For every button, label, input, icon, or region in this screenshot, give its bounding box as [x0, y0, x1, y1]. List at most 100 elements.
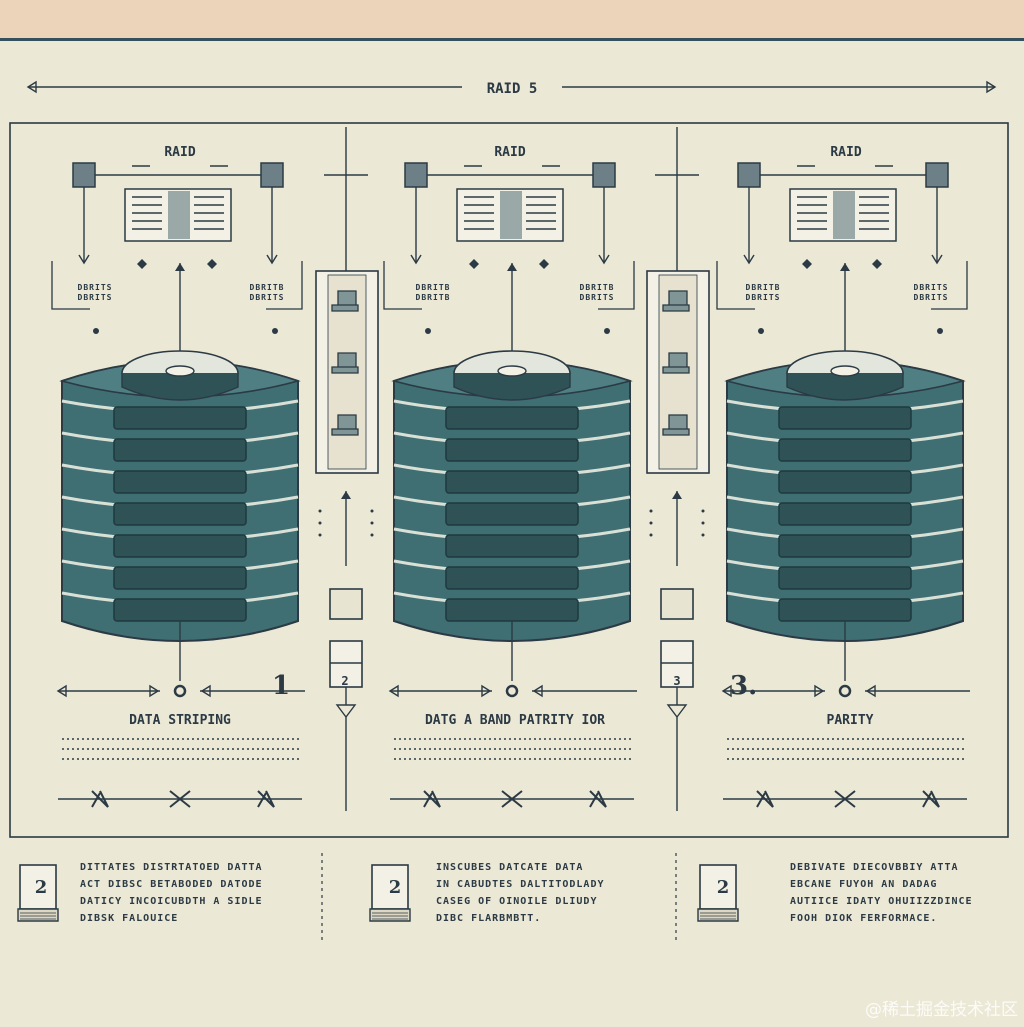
panel-1-platter-4 — [113, 534, 247, 558]
panel-2-platter-5 — [445, 566, 579, 590]
panel-1-axis-arrow-left — [56, 684, 67, 698]
panel-1-up-arrow — [175, 263, 185, 271]
panel-2-axis-arrow-left — [388, 684, 399, 698]
panel-2-side-left: DBRITB DBRITB — [415, 283, 451, 302]
panel-1-dot-right — [272, 328, 278, 334]
panel-2-platter-3 — [445, 502, 579, 526]
panel-3-dot-left — [758, 328, 764, 334]
connector-2-dots-l1 — [649, 521, 653, 525]
panel-2-top-disk-edge — [453, 373, 571, 401]
note-1-icon — [19, 864, 57, 910]
panel-3-top-disk-edge — [786, 373, 904, 401]
diagram-sheet: RAID 5 RAID RAID RAID DBRITS DBRITS DBRI… — [0, 38, 1024, 1027]
panel-2-platter-4 — [445, 534, 579, 558]
panel-2-platter-0 — [445, 406, 579, 430]
connector-1-box-top — [329, 588, 363, 620]
panel-1-dot-left — [93, 328, 99, 334]
panel-3-drop-right-arrow — [931, 254, 943, 265]
panel-1-axis-arrow-out — [200, 684, 211, 698]
panel-1-platter-6 — [113, 598, 247, 622]
panel-3-platter-2 — [778, 470, 912, 494]
panel-1-diamond-left — [137, 259, 147, 269]
panel-1-bracket-right — [266, 261, 303, 310]
panel-3-axis-node — [838, 684, 852, 698]
panel-3-platter-3 — [778, 502, 912, 526]
panel-2-axis-node — [505, 684, 519, 698]
panel-3-up-arrow — [840, 263, 850, 271]
panel-2-dot-left — [425, 328, 431, 334]
panel-3-bottom-cross — [834, 790, 856, 808]
panel-3-bottom-glyph-left — [756, 790, 774, 808]
panel-2-spindle — [497, 365, 527, 377]
panel-3-side-right: DBRITS DBRITS — [913, 283, 949, 302]
header-title: RAID 5 — [486, 81, 538, 97]
panel-2-diamond-right — [539, 259, 549, 269]
connector-1-dots-l0 — [318, 509, 322, 513]
note-2-icon — [371, 864, 409, 910]
panel-2-platter-2 — [445, 470, 579, 494]
panel-1-title: RAID — [164, 145, 196, 160]
panel-2-diamond-left — [469, 259, 479, 269]
connector-2-low-arrow — [666, 704, 688, 719]
outer-frame — [9, 122, 1009, 838]
panel-2-drop-left-arrow — [410, 254, 422, 265]
connector-1-box-num — [329, 640, 363, 688]
panel-3-diamond-left — [802, 259, 812, 269]
panel-1-platter-5 — [113, 566, 247, 590]
panel-1-platter-1 — [113, 438, 247, 462]
panel-1-diamond-right — [207, 259, 217, 269]
panel-1-caption: DATA STRIPING — [129, 713, 231, 728]
panel-1-axis-arrow-in — [149, 684, 160, 698]
panel-3-node-left — [737, 162, 761, 188]
panel-2-bottom-cross — [501, 790, 523, 808]
panel-3-platter-4 — [778, 534, 912, 558]
connector-2-dots-r0 — [701, 509, 705, 513]
panel-2-bottom-glyph-left — [423, 790, 441, 808]
panel-3-axis-arrow-out — [865, 684, 876, 698]
connector-2-dots-l2 — [649, 533, 653, 537]
note-1-icon-base — [17, 908, 59, 922]
note-3-icon — [699, 864, 737, 910]
panel-2-bracket-left — [383, 261, 422, 310]
panel-2-disk-stack — [391, 350, 633, 642]
panel-3-spindle — [830, 365, 860, 377]
panel-2-node-left — [404, 162, 428, 188]
panel-1-bracket-left — [51, 261, 90, 310]
panel-2-platter-6 — [445, 598, 579, 622]
note-2-text: INSCUBES DATCATE DATA IN CABUDTES DALTIT… — [436, 862, 605, 924]
panel-3-axis-arrow-in — [814, 684, 825, 698]
panel-2-bottom-glyph-right — [589, 790, 607, 808]
panel-3-platter-1 — [778, 438, 912, 462]
panel-1-side-left: DBRITS DBRITS — [77, 283, 113, 302]
panel-3-bottom-glyph-right — [922, 790, 940, 808]
panel-3-platter-6 — [778, 598, 912, 622]
panel-2-bracket-right — [598, 261, 635, 310]
panel-1-drop-left-arrow — [78, 254, 90, 265]
panel-3-dot-right — [937, 328, 943, 334]
connector-2-dots-r1 — [701, 521, 705, 525]
panel-1-platter-2 — [113, 470, 247, 494]
note-2-icon-base — [369, 908, 411, 922]
panel-2-drop-right-arrow — [598, 254, 610, 265]
panel-1-top-disk-edge — [121, 373, 239, 401]
note-3-icon-base — [697, 908, 739, 922]
panel-2-side-right: DBRITB DBRITS — [579, 283, 615, 302]
connector-1-dots-r0 — [370, 509, 374, 513]
connector-1-dots-r2 — [370, 533, 374, 537]
note-2-icon-number: 2 — [388, 877, 402, 898]
panel-2-caption: DATG A BAND PATRITY IOR — [424, 713, 605, 728]
panel-3-bracket-left — [716, 261, 755, 310]
connector-1-drive-icon-1 — [331, 352, 359, 374]
panel-2-up-arrow — [507, 263, 517, 271]
panel-3-axis-arrow-left — [721, 684, 732, 698]
raid-diagram — [9, 80, 1009, 943]
connector-1-dots-l1 — [318, 521, 322, 525]
connector-2-drive-icon-1 — [662, 352, 690, 374]
panel-3-bracket-right — [931, 261, 968, 310]
connector-2-drive-icon-0 — [662, 290, 690, 312]
panel-1-platter-3 — [113, 502, 247, 526]
watermark: @稀土掘金技术社区 — [865, 1000, 1018, 1020]
note-1-icon-number: 2 — [34, 877, 48, 898]
connector-1-low-arrow — [335, 704, 357, 719]
connector-2-dots-l0 — [649, 509, 653, 513]
